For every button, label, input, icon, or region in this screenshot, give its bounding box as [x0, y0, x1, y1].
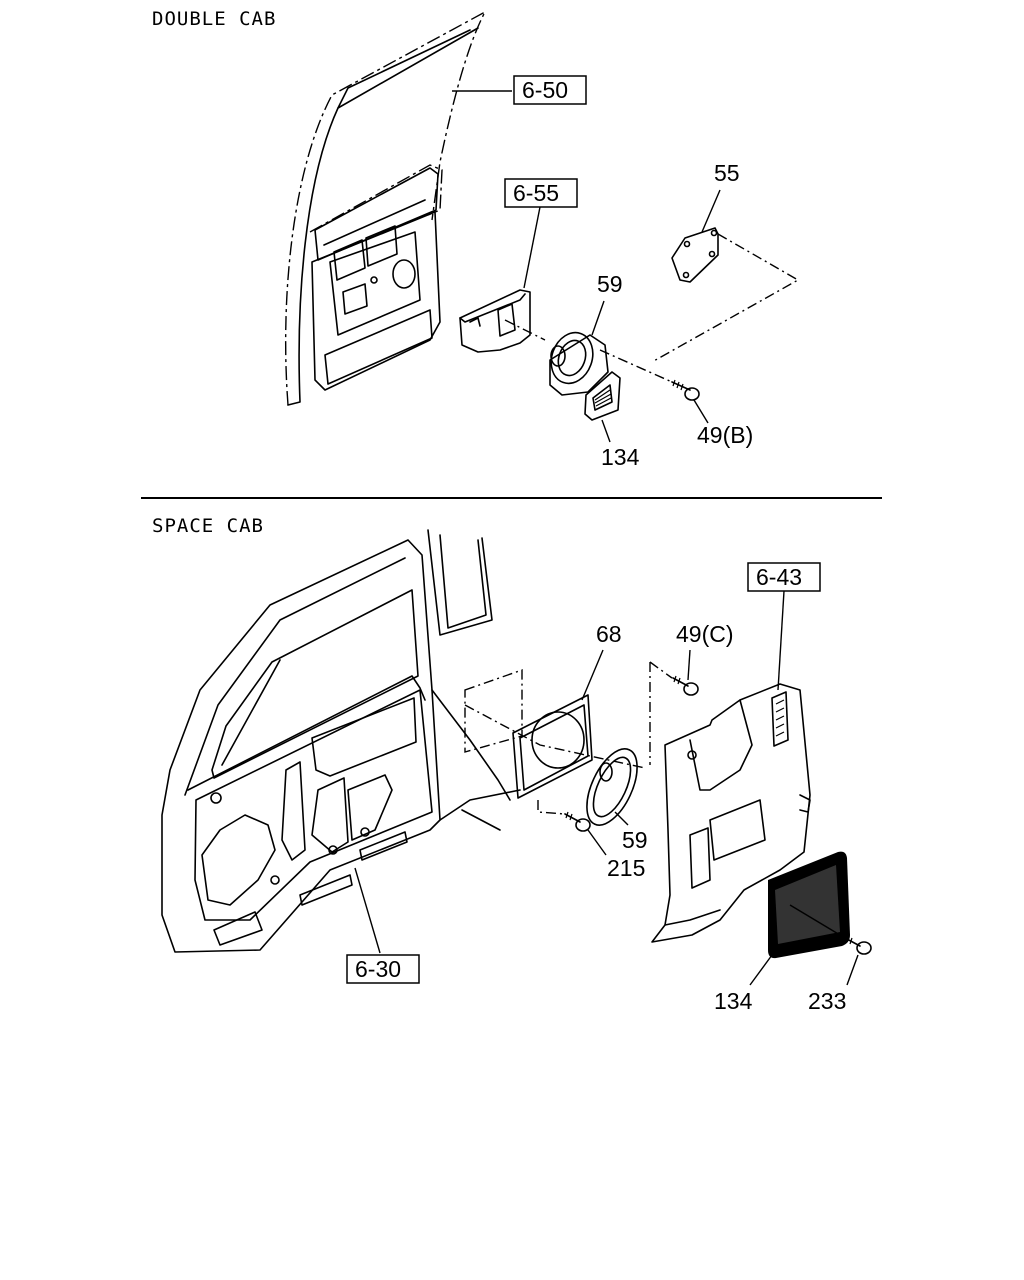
section-title-space-cab: SPACE CAB: [152, 515, 264, 537]
section-title-double-cab: DOUBLE CAB: [152, 8, 276, 30]
screw-215-drawing: [564, 811, 591, 832]
ref-label-6-43: 6-43: [756, 564, 802, 590]
double-cab-section: DOUBLE CAB 6-50 6-55: [152, 8, 800, 470]
ref-box-6-30: [346, 954, 420, 984]
screw-49c-drawing: [672, 675, 699, 696]
quarter-trim-panel-drawing: [651, 683, 811, 943]
speaker-59b-drawing: [586, 748, 638, 826]
grille-134b-drawing: [768, 851, 850, 959]
ref-box-6-43: [747, 562, 821, 592]
screw-233-drawing: [844, 935, 872, 955]
ref-box-6-55: [504, 178, 578, 208]
cover-55-drawing: [671, 227, 719, 283]
rear-door-drawing: [285, 10, 487, 406]
front-door-drawing: [161, 529, 521, 953]
callout-68: 68: [596, 621, 622, 647]
speaker-59-drawing: [549, 331, 609, 396]
ref-label-6-55: 6-55: [513, 180, 559, 206]
ref-label-6-30: 6-30: [355, 956, 401, 982]
ref-box-6-50: [513, 75, 587, 105]
callout-134-top: 134: [601, 444, 640, 470]
space-cab-section: SPACE CAB: [152, 515, 872, 1014]
callout-215: 215: [607, 855, 645, 881]
bracket-68-drawing: [512, 694, 593, 799]
callout-134-bottom: 134: [714, 988, 753, 1014]
callout-59-top: 59: [597, 271, 623, 297]
callout-233: 233: [808, 988, 846, 1014]
screw-49b-drawing: [671, 379, 700, 401]
callout-49b: 49(B): [697, 422, 753, 448]
door-trim-bracket: [459, 289, 531, 353]
callout-59-bottom: 59: [622, 827, 648, 853]
callout-49c: 49(C): [676, 621, 734, 647]
callout-55: 55: [714, 160, 740, 186]
grille-134-drawing: [584, 371, 621, 421]
ref-label-6-50: 6-50: [522, 77, 568, 103]
